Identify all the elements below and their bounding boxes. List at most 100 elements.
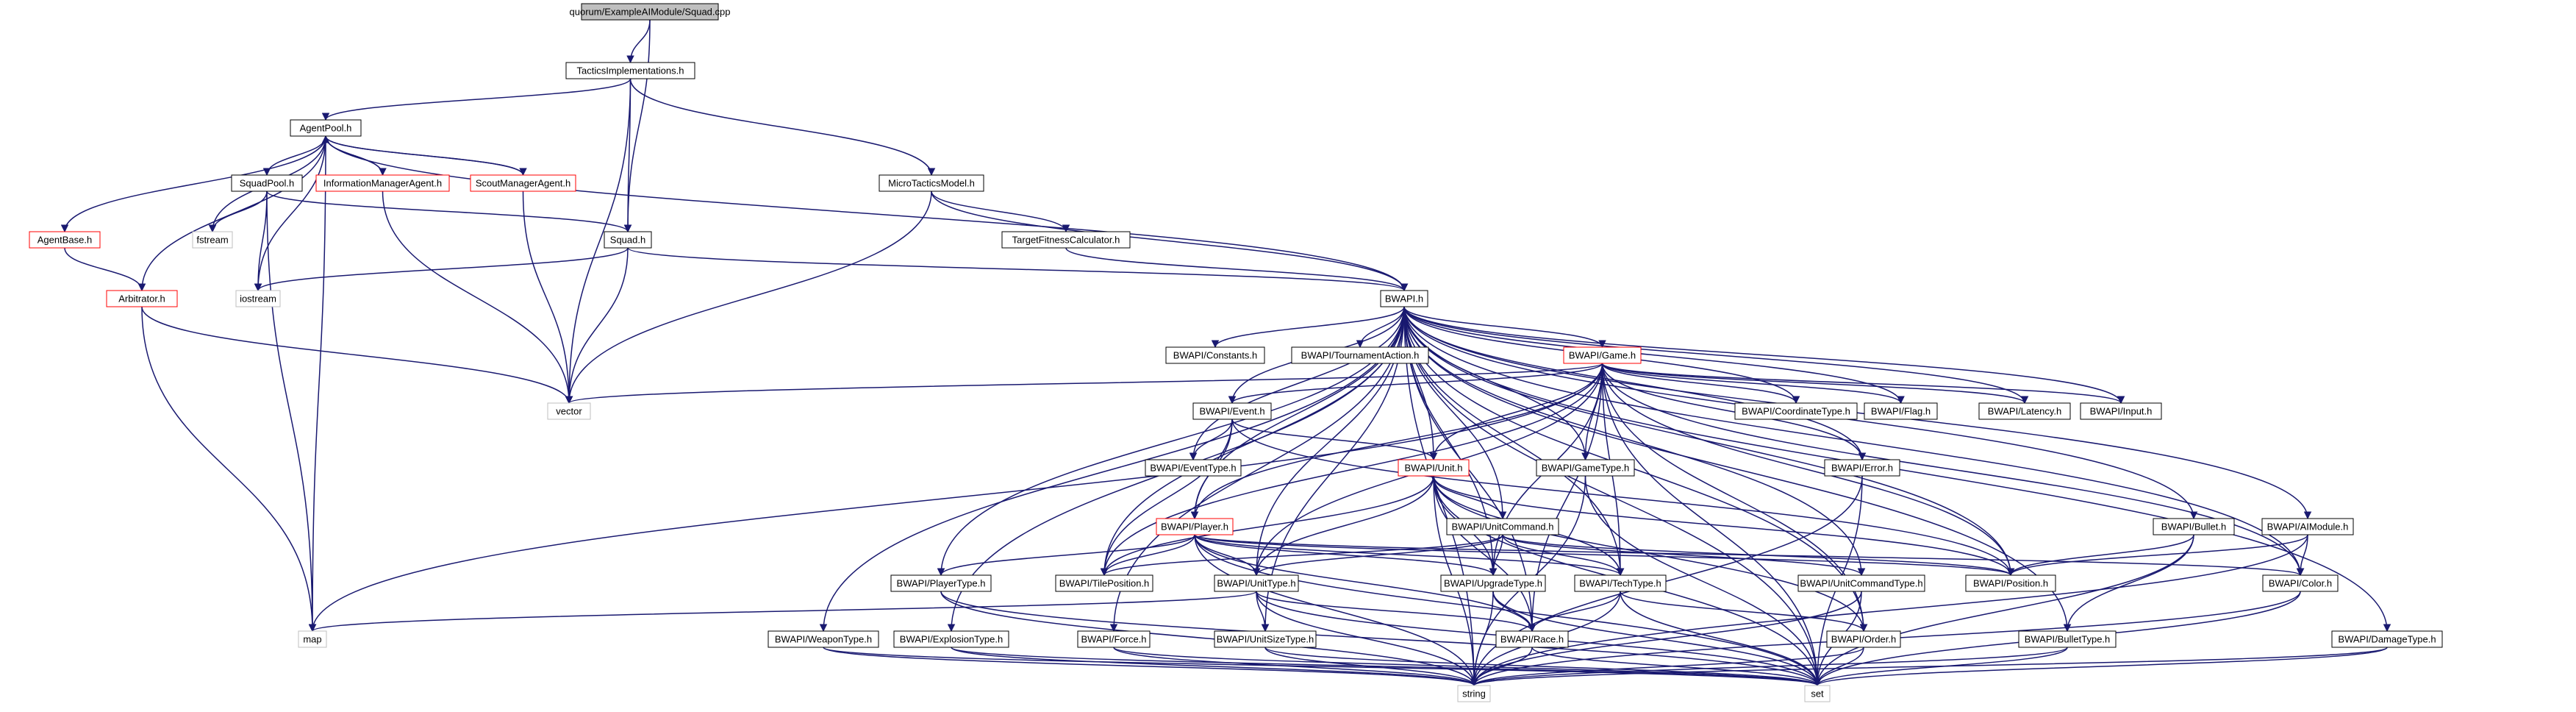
node-box <box>1380 290 1428 307</box>
edge-agentpool-to-squadpool <box>262 135 326 177</box>
edge-game-to-latency <box>1601 363 2029 405</box>
node-aimodule[interactable]: BWAPI/AIModule.h <box>2261 518 2354 535</box>
node-agentbase[interactable]: AgentBase.h <box>29 231 101 249</box>
node-explosiontype[interactable]: BWAPI/ExplosionType.h <box>893 630 1009 648</box>
node-flag[interactable]: BWAPI/Flag.h <box>1864 402 1938 420</box>
node-tileposition[interactable]: BWAPI/TilePosition.h <box>1055 574 1153 592</box>
node-squadpool[interactable]: SquadPool.h <box>231 174 303 192</box>
node-label: BWAPI/UnitType.h <box>1217 578 1295 589</box>
node-box <box>1145 459 1242 477</box>
node-event[interactable]: BWAPI/Event.h <box>1192 402 1272 420</box>
node-race[interactable]: BWAPI/Race.h <box>1495 630 1569 648</box>
edge-agentbase-to-arbitrator <box>64 247 146 292</box>
edge-aimodule-to-color <box>2296 534 2308 577</box>
node-upgradetype[interactable]: BWAPI/UpgradeType.h <box>1440 574 1546 592</box>
node-label: BWAPI/UnitSizeType.h <box>1217 634 1314 645</box>
edge-unit-to-unittype <box>1252 475 1434 577</box>
edge-player-to-techtype <box>1194 534 1625 577</box>
edge-game-to-map <box>308 363 1603 633</box>
node-gametype[interactable]: BWAPI/GameType.h <box>1536 459 1635 477</box>
node-label: AgentPool.h <box>300 123 352 134</box>
edge-arbitrator-to-map <box>141 306 317 633</box>
edge-force-to-string <box>1113 647 1478 687</box>
node-game[interactable]: BWAPI/Game.h <box>1563 346 1642 364</box>
edge-microtactics-to-vector <box>565 191 932 405</box>
edge-playertype-to-set <box>940 591 1822 687</box>
node-label: AgentBase.h <box>37 235 92 246</box>
node-box <box>893 630 1009 648</box>
node-player[interactable]: BWAPI/Player.h <box>1156 518 1234 535</box>
node-force[interactable]: BWAPI/Force.h <box>1077 630 1151 648</box>
node-position[interactable]: BWAPI/Position.h <box>1965 574 2056 592</box>
node-bullet[interactable]: BWAPI/Bullet.h <box>2153 518 2235 535</box>
node-bwapi[interactable]: BWAPI.h <box>1380 290 1428 307</box>
edge-unit-to-unitcommand <box>1433 475 1507 520</box>
node-microtactics[interactable]: MicroTacticsModel.h <box>879 174 984 192</box>
node-set: set <box>1804 685 1831 702</box>
edge-game-to-color <box>1601 363 2305 577</box>
node-agentpool[interactable]: AgentPool.h <box>290 119 362 137</box>
node-techtype[interactable]: BWAPI/TechType.h <box>1574 574 1667 592</box>
node-error[interactable]: BWAPI/Error.h <box>1824 459 1900 477</box>
edge-event-to-eventtype <box>1189 419 1233 461</box>
node-unittype[interactable]: BWAPI/UnitType.h <box>1214 574 1299 592</box>
edge-force-to-set <box>1113 647 1821 687</box>
node-squad-cpp[interactable]: quorum/ExampleAIModule/Squad.cpp <box>570 3 731 21</box>
node-label: set <box>1811 688 1824 699</box>
node-targetfit[interactable]: TargetFitnessCalculator.h <box>1001 231 1131 249</box>
edge-scoutmgr-to-vector <box>522 191 573 405</box>
node-unitcommand[interactable]: BWAPI/UnitCommand.h <box>1446 518 1559 535</box>
node-arbitrator[interactable]: Arbitrator.h <box>106 290 178 307</box>
node-unitcommandtype[interactable]: BWAPI/UnitCommandType.h <box>1797 574 1925 592</box>
edge-game-to-player <box>1190 363 1603 520</box>
edges-layer <box>60 19 2391 687</box>
node-constants[interactable]: BWAPI/Constants.h <box>1165 346 1265 364</box>
node-color[interactable]: BWAPI/Color.h <box>2262 574 2339 592</box>
edge-techtype-to-order <box>1620 591 1868 633</box>
node-damagetype[interactable]: BWAPI/DamageType.h <box>2331 630 2443 648</box>
node-playertype[interactable]: BWAPI/PlayerType.h <box>890 574 992 592</box>
node-unit[interactable]: BWAPI/Unit.h <box>1398 459 1470 477</box>
node-label: BWAPI/TournamentAction.h <box>1301 350 1420 361</box>
node-box <box>2261 518 2354 535</box>
edge-player-to-upgradetype <box>1194 534 1498 577</box>
edge-unitsizetype-to-set <box>1264 647 1821 687</box>
edge-squadpool-to-map <box>266 191 317 633</box>
node-box <box>581 3 719 21</box>
node-box <box>1440 574 1546 592</box>
node-box <box>1291 346 1429 364</box>
node-bullettype[interactable]: BWAPI/BulletType.h <box>2018 630 2117 648</box>
edge-game-to-position <box>1601 363 2015 577</box>
edge-event-to-unit <box>1231 419 1438 461</box>
node-infomgr[interactable]: InformationManagerAgent.h <box>315 174 450 192</box>
node-eventtype[interactable]: BWAPI/EventType.h <box>1145 459 1242 477</box>
node-squad-h[interactable]: Squad.h <box>604 231 652 249</box>
edge-tactics-to-microtactics <box>629 78 936 177</box>
node-order[interactable]: BWAPI/Order.h <box>1826 630 1901 648</box>
node-box <box>1864 402 1938 420</box>
node-box <box>315 174 450 192</box>
node-label: BWAPI/UnitCommand.h <box>1452 521 1554 533</box>
node-box <box>1824 459 1900 477</box>
node-weapontype[interactable]: BWAPI/WeaponType.h <box>768 630 879 648</box>
edge-unitcommand-to-unitcommandtype <box>1502 534 1866 577</box>
node-scoutmgr[interactable]: ScoutManagerAgent.h <box>470 174 576 192</box>
node-label: InformationManagerAgent.h <box>323 178 442 189</box>
edge-agentpool-to-bwapi <box>325 135 1409 292</box>
edge-game-to-vector <box>565 363 1603 405</box>
node-label: BWAPI/TilePosition.h <box>1059 578 1150 589</box>
node-tactics[interactable]: TacticsImplementations.h <box>565 62 695 79</box>
node-coordtype[interactable]: BWAPI/CoordinateType.h <box>1734 402 1858 420</box>
edge-bwapi-to-game <box>1403 306 1606 349</box>
node-tournament[interactable]: BWAPI/TournamentAction.h <box>1291 346 1429 364</box>
edge-player-to-playertype <box>937 534 1195 577</box>
edge-unittype-to-map <box>309 591 1257 633</box>
edge-unitcommand-to-unittype <box>1252 534 1503 577</box>
node-unitsizetype[interactable]: BWAPI/UnitSizeType.h <box>1214 630 1317 648</box>
node-box <box>1214 574 1299 592</box>
node-input[interactable]: BWAPI/Input.h <box>2080 402 2162 420</box>
edge-unit-to-tileposition <box>1100 475 1434 577</box>
edge-unitsizetype-to-string <box>1264 647 1478 687</box>
edge-tactics-to-vector <box>565 78 632 405</box>
node-latency[interactable]: BWAPI/Latency.h <box>1978 402 2071 420</box>
